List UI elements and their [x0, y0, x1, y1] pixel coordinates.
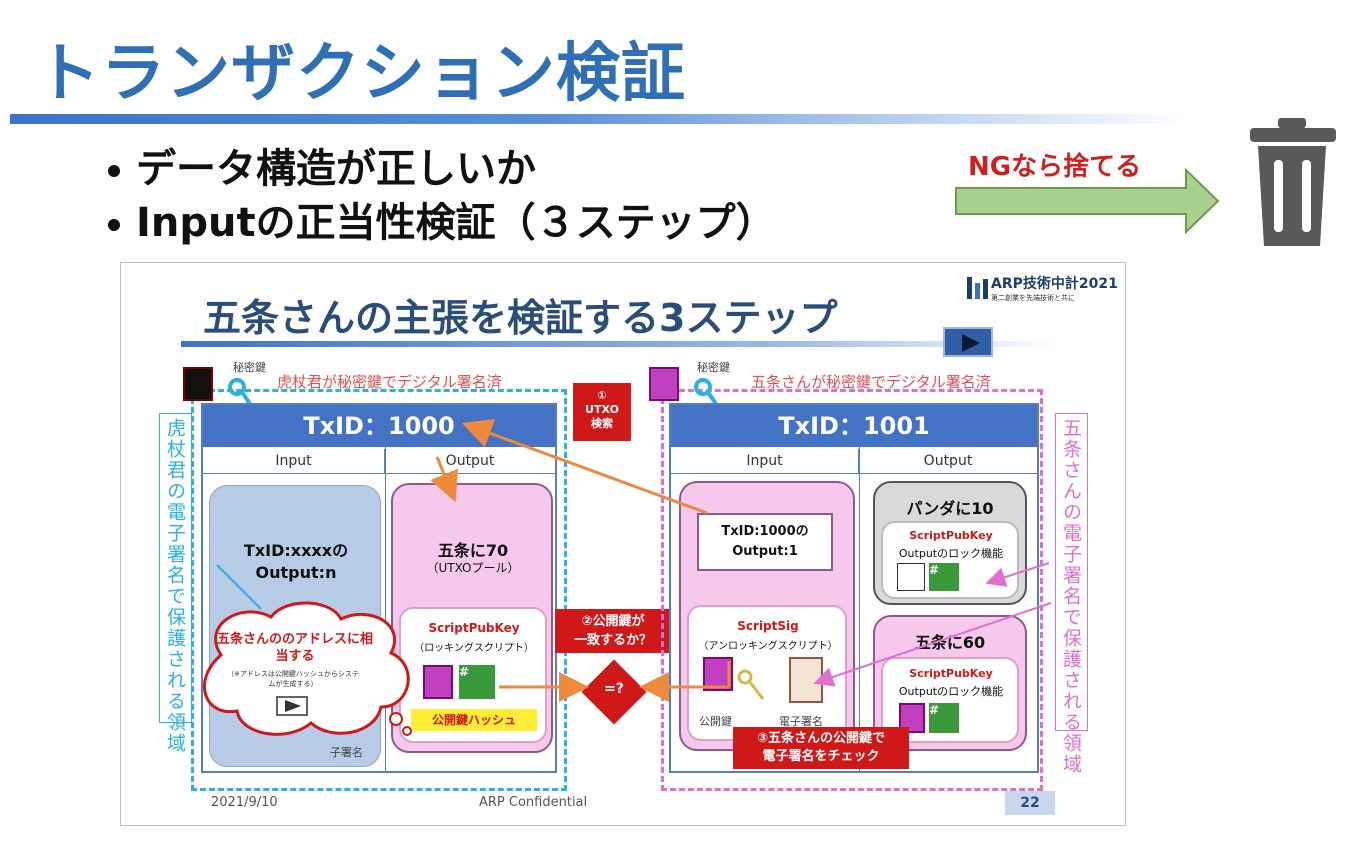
logo-subtitle: 第二創業を先端技術と共に: [991, 294, 1075, 302]
hash-label: 公開鍵ハッシュ: [411, 709, 537, 731]
equal-check-label: =?: [604, 681, 624, 697]
logo-text: ARP技術中計2021: [991, 276, 1118, 292]
output-sub: （UTXOプール）: [426, 561, 520, 575]
input-ref-text: TxID:xxxxの Output:n: [243, 541, 349, 582]
divider: [203, 473, 555, 474]
utxo-search-box: ① UTXO 検索: [573, 383, 631, 441]
scriptsig-label: ScriptSig: [737, 619, 799, 633]
key-icon: #: [459, 665, 495, 699]
left-signed-region: [191, 389, 567, 791]
callout-line: [216, 564, 262, 610]
person-silhouette-icon: [649, 367, 679, 401]
scriptpubkey-box: ScriptPubKey （ロッキングスクリプト） # 公開鍵ハッシュ: [399, 607, 547, 743]
ng-label: NGなら捨てる: [968, 152, 1142, 182]
output-title: パンダに10: [906, 499, 994, 518]
pubkey-label: 公開鍵: [699, 715, 732, 728]
arp-logo-icon: [967, 277, 988, 299]
partial-signature-label: 子署名: [330, 746, 363, 759]
pubkey-match-box: ②公開鍵が 一致するか？: [555, 609, 671, 653]
key-icon: [737, 669, 765, 700]
scriptpubkey-label: ScriptPubKey: [909, 667, 993, 680]
embedded-slide: 五条さんの主張を検証する3ステップ ARP技術中計2021 第二創業を先端技術と…: [120, 262, 1126, 826]
signature-check-box: ③五条さんの公開鍵で 電子署名をチェック: [733, 727, 909, 769]
flow-arrows: [430, 419, 1052, 702]
lock-function-label: Outputのロック機能: [898, 547, 1004, 560]
key-icon: #: [929, 703, 959, 733]
right-vertical-label: 五条さんの電子署名で保護される領域: [1055, 413, 1088, 775]
output-column-label: Output: [445, 453, 495, 469]
play-button[interactable]: [943, 327, 993, 357]
right-arrow-icon: [955, 167, 1220, 235]
output-panel: 五条に70 （UTXOプール） ScriptPubKey （ロッキングスクリプト…: [391, 483, 553, 753]
output-amount: 五条に70: [437, 541, 509, 560]
scriptsig-sub: （アンロッキングスクリプト）: [698, 641, 838, 652]
divider: [385, 447, 386, 771]
bullet-dot-icon: [108, 165, 120, 177]
txid-header: TxID：1001: [671, 405, 1037, 447]
cloud-callout-icon: [202, 601, 412, 736]
bullet-item: データ構造が正しいか: [108, 136, 536, 194]
slide-title-underline: [181, 341, 1061, 347]
left-vertical-label: 虎杖君の電子署名で保護される領域: [159, 413, 192, 754]
slide-date: 2021/9/10: [211, 795, 278, 810]
right-caption: 五条さんが秘密鍵でデジタル署名済: [751, 373, 991, 391]
input-ref-box: TxID:1000の Output:1: [697, 513, 833, 571]
divider: [671, 473, 1037, 474]
tx-1001-box: TxID：1001 Input Output TxID:1000の Output…: [669, 403, 1039, 773]
bullet-item: Inputの正当性検証（３ステップ）: [108, 190, 776, 248]
slide-title: 五条さんの主張を検証する3ステップ: [203, 296, 838, 340]
right-signed-region: [661, 389, 1043, 791]
input-column-label: Input: [203, 449, 385, 473]
scriptpubkey-sub: （ロッキングスクリプト）: [414, 643, 534, 654]
person-silhouette-icon: [183, 367, 213, 401]
output-title: 五条に60: [914, 633, 986, 652]
txid-header: TxID：1000: [203, 405, 555, 447]
lock-function-label: Outputのロック機能: [898, 685, 1004, 698]
secret-key-label: 秘密鍵: [233, 361, 266, 374]
divider: [859, 447, 860, 771]
secret-key-label: 秘密鍵: [697, 361, 730, 374]
title-underline: [10, 114, 1190, 124]
output-column-label: Output: [923, 453, 973, 469]
scriptpubkey-box: ScriptPubKey Outputのロック機能 #: [881, 657, 1019, 743]
scriptpubkey-box: ScriptPubKey Outputのロック機能 #: [881, 521, 1019, 599]
key-icon: #: [929, 563, 959, 591]
scriptpubkey-label: ScriptPubKey: [909, 529, 993, 542]
trash-can-icon: [1250, 118, 1336, 246]
scriptpubkey-label: ScriptPubKey: [428, 621, 520, 635]
input-column-label: Input: [671, 449, 859, 473]
slide-confidential: ARP Confidential: [479, 795, 588, 810]
person-silhouette-icon: [423, 665, 453, 699]
cloud-title: 五条さんののアドレスに相当する: [216, 632, 373, 664]
page-title: トランザクション検証: [36, 37, 686, 111]
signature-label: 電子署名: [779, 715, 823, 728]
cloud-note: （※アドレスは公開鍵ハッシュからシステムが生成する）: [227, 670, 359, 688]
slide-page-number: 22: [1005, 791, 1055, 815]
bullet-dot-icon: [108, 219, 120, 231]
left-caption: 虎杖君が秘密鍵でデジタル署名済: [277, 373, 502, 391]
panda-icon: [897, 563, 925, 591]
